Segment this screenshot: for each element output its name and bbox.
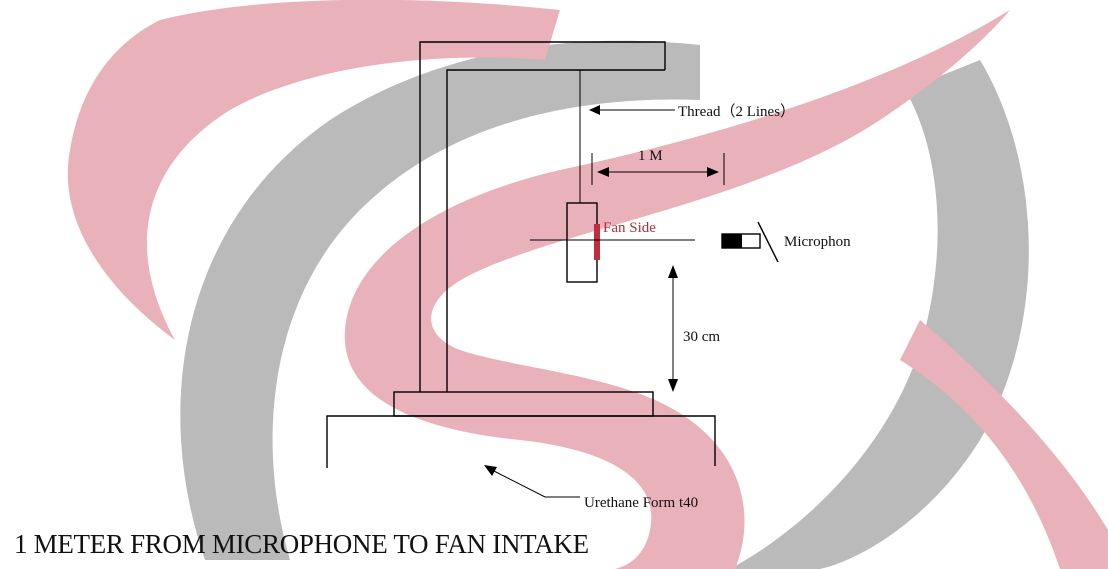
- microphone-icon: [721, 221, 779, 263]
- urethane-foam-label: Urethane Form t40: [584, 495, 698, 511]
- watermark-pink-blade-right: [900, 320, 1108, 569]
- foam-pointer-arrow: [484, 465, 580, 498]
- height-30cm-label: 30 cm: [683, 329, 720, 345]
- height-30cm-dimension: [668, 265, 678, 392]
- figure-caption: 1 METER FROM MICROPHONE TO FAN INTAKE: [14, 529, 589, 559]
- watermark-gray-arc-right: [730, 60, 1029, 569]
- watermark-gray-arc-left: [180, 40, 701, 560]
- stand-inner-frame: [446, 69, 665, 392]
- thread-pointer-arrow: [589, 105, 675, 115]
- watermark-pink-s: [344, 10, 1011, 569]
- watermark-pink-swoosh-left: [67, 0, 560, 340]
- microphone-label: Microphon: [784, 234, 851, 250]
- stand-outer-frame: [419, 41, 666, 392]
- fan-intake-side-marker: [594, 224, 600, 260]
- urethane-foam-pad: [326, 415, 716, 468]
- distance-1m-label: 1 M: [638, 148, 663, 164]
- distance-1m-dimension: [591, 153, 725, 185]
- fan-side-label: Fan Side: [603, 220, 656, 236]
- thread-label: Thread（2 Lines）: [678, 103, 795, 120]
- watermark-logo: [67, 0, 1108, 569]
